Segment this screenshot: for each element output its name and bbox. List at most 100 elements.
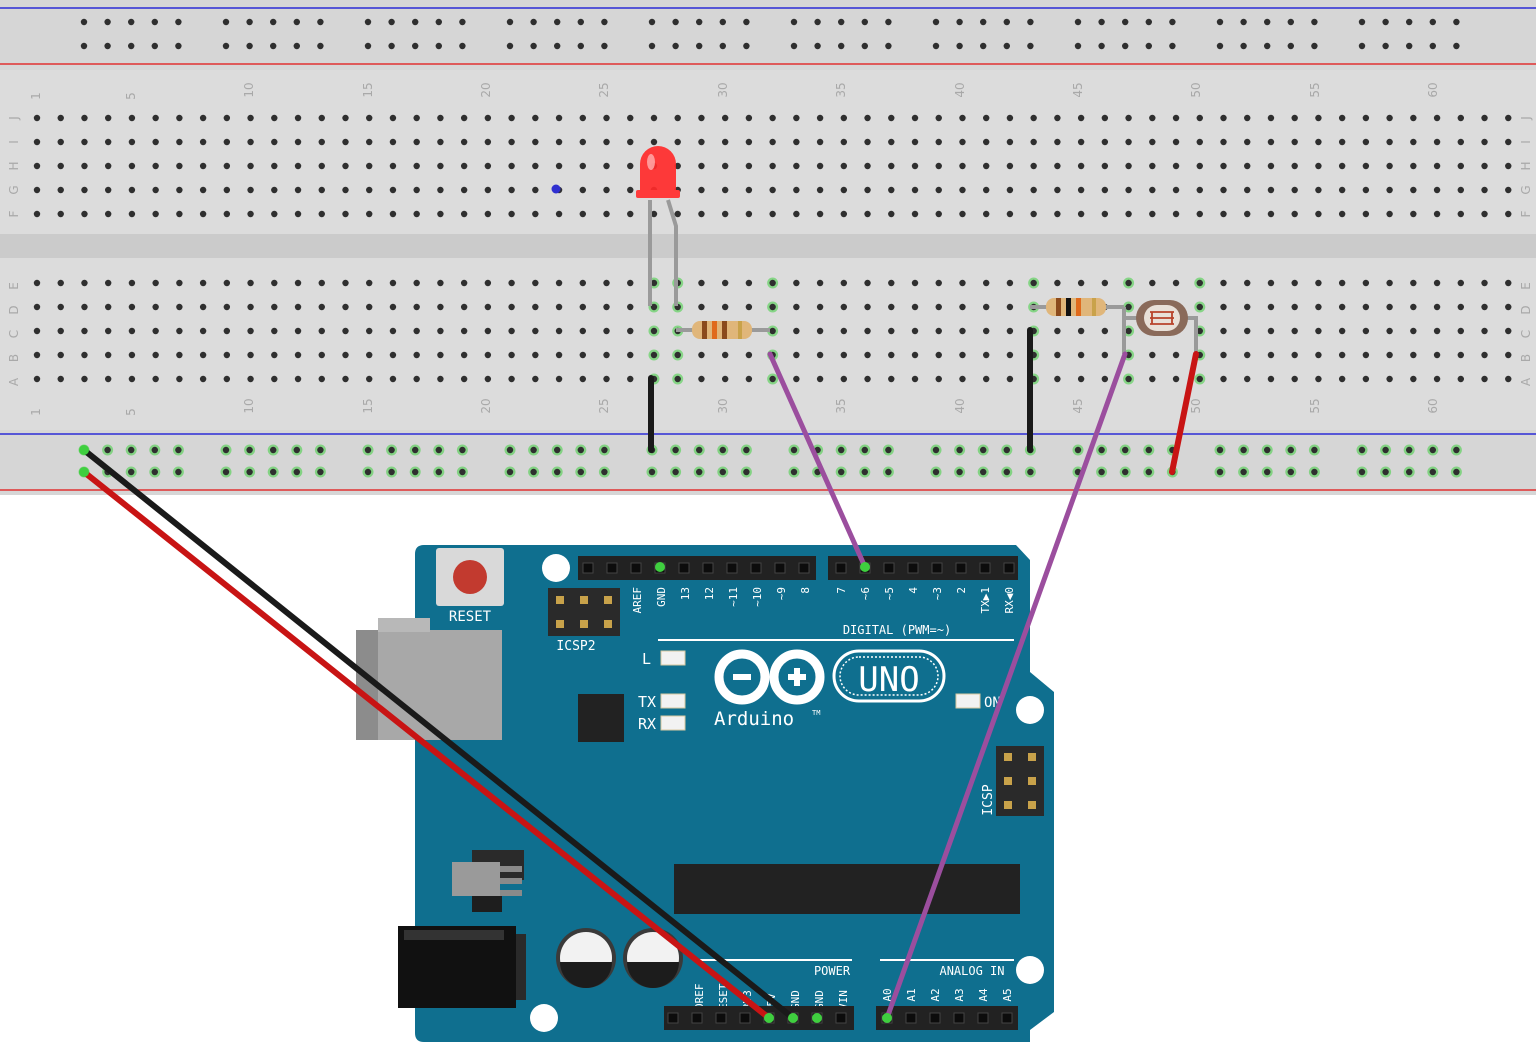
breadboard-hole[interactable]	[1077, 351, 1085, 359]
breadboard-hole[interactable]	[1149, 279, 1156, 287]
breadboard-hole[interactable]	[484, 210, 492, 218]
breadboard-hole[interactable]	[104, 327, 112, 335]
breadboard-hole[interactable]	[1362, 138, 1370, 146]
breadboard-hole[interactable]	[1125, 186, 1132, 194]
breadboard-hole[interactable]	[579, 114, 586, 122]
breadboard-hole[interactable]	[672, 18, 679, 26]
breadboard-hole[interactable]	[389, 138, 397, 146]
breadboard-hole[interactable]	[1220, 138, 1227, 146]
breadboard-hole[interactable]	[294, 210, 302, 218]
header-pin[interactable]	[955, 562, 967, 574]
breadboard-hole[interactable]	[555, 114, 563, 122]
breadboard-hole[interactable]	[1244, 162, 1251, 170]
header-pin[interactable]	[1003, 562, 1015, 574]
breadboard-hole[interactable]	[1362, 279, 1370, 287]
breadboard-hole[interactable]	[1291, 138, 1298, 146]
breadboard-hole[interactable]	[57, 114, 64, 122]
breadboard-hole[interactable]	[57, 162, 64, 170]
breadboard-hole[interactable]	[719, 446, 726, 454]
breadboard-hole[interactable]	[603, 279, 610, 287]
breadboard-hole[interactable]	[1457, 186, 1465, 194]
breadboard-hole[interactable]	[459, 18, 466, 26]
breadboard-hole[interactable]	[1172, 138, 1180, 146]
breadboard-hole[interactable]	[223, 375, 231, 383]
breadboard-hole[interactable]	[911, 327, 919, 335]
breadboard-hole[interactable]	[128, 186, 136, 194]
breadboard-hole[interactable]	[152, 303, 159, 311]
breadboard-hole[interactable]	[1196, 327, 1203, 335]
breadboard-hole[interactable]	[555, 327, 563, 335]
breadboard-hole[interactable]	[579, 186, 586, 194]
breadboard-hole[interactable]	[672, 446, 679, 454]
breadboard-hole[interactable]	[864, 114, 871, 122]
breadboard-hole[interactable]	[413, 114, 420, 122]
breadboard-hole[interactable]	[674, 210, 681, 218]
breadboard-hole[interactable]	[437, 210, 444, 218]
breadboard-hole[interactable]	[1172, 210, 1180, 218]
breadboard-hole[interactable]	[81, 210, 88, 218]
breadboard-hole[interactable]	[532, 210, 539, 218]
breadboard-hole[interactable]	[413, 351, 420, 359]
breadboard-hole[interactable]	[1505, 351, 1512, 359]
breadboard-hole[interactable]	[627, 114, 634, 122]
header-pin[interactable]	[715, 1012, 727, 1024]
breadboard-hole[interactable]	[530, 468, 537, 476]
breadboard-hole[interactable]	[1101, 162, 1109, 170]
breadboard-hole[interactable]	[721, 138, 729, 146]
breadboard-hole[interactable]	[271, 351, 278, 359]
breadboard-hole[interactable]	[1410, 279, 1417, 287]
breadboard-hole[interactable]	[318, 210, 325, 218]
breadboard-hole[interactable]	[885, 18, 892, 26]
breadboard-hole[interactable]	[1077, 114, 1085, 122]
breadboard-hole[interactable]	[175, 18, 182, 26]
breadboard-hole[interactable]	[1006, 186, 1014, 194]
breadboard-hole[interactable]	[1264, 468, 1271, 476]
breadboard-hole[interactable]	[627, 279, 634, 287]
breadboard-hole[interactable]	[1125, 138, 1132, 146]
breadboard-hole[interactable]	[1481, 162, 1488, 170]
breadboard-hole[interactable]	[745, 279, 753, 287]
breadboard-hole[interactable]	[33, 279, 41, 287]
breadboard-hole[interactable]	[932, 468, 940, 476]
breadboard-hole[interactable]	[199, 210, 207, 218]
breadboard-hole[interactable]	[532, 162, 539, 170]
breadboard-hole[interactable]	[1362, 327, 1370, 335]
breadboard-hole[interactable]	[1240, 468, 1247, 476]
breadboard-hole[interactable]	[318, 162, 325, 170]
breadboard-hole[interactable]	[413, 327, 420, 335]
breadboard-hole[interactable]	[1006, 162, 1014, 170]
breadboard-hole[interactable]	[1077, 210, 1085, 218]
breadboard-hole[interactable]	[1382, 468, 1389, 476]
breadboard-hole[interactable]	[1287, 446, 1295, 454]
breadboard-hole[interactable]	[1220, 186, 1227, 194]
breadboard-hole[interactable]	[223, 138, 231, 146]
breadboard-hole[interactable]	[650, 351, 658, 359]
breadboard-hole[interactable]	[435, 18, 442, 26]
breadboard-hole[interactable]	[1196, 162, 1203, 170]
breadboard-hole[interactable]	[1410, 303, 1417, 311]
header-pin[interactable]	[774, 562, 786, 574]
breadboard-hole[interactable]	[364, 42, 372, 50]
breadboard-hole[interactable]	[342, 327, 349, 335]
breadboard-hole[interactable]	[888, 114, 895, 122]
breadboard-hole[interactable]	[838, 18, 845, 26]
breadboard-hole[interactable]	[152, 375, 159, 383]
breadboard-hole[interactable]	[721, 303, 729, 311]
breadboard-hole[interactable]	[983, 303, 990, 311]
breadboard-hole[interactable]	[577, 446, 584, 454]
breadboard-hole[interactable]	[935, 375, 942, 383]
breadboard-hole[interactable]	[532, 186, 539, 194]
breadboard-hole[interactable]	[152, 186, 159, 194]
breadboard-hole[interactable]	[460, 114, 468, 122]
breadboard-hole[interactable]	[366, 279, 373, 287]
breadboard-hole[interactable]	[1386, 303, 1393, 311]
breadboard-hole[interactable]	[956, 446, 963, 454]
breadboard-hole[interactable]	[460, 327, 468, 335]
breadboard-hole[interactable]	[1216, 18, 1224, 26]
resistor-ldr[interactable]	[1030, 298, 1124, 316]
breadboard-hole[interactable]	[1291, 210, 1298, 218]
breadboard-hole[interactable]	[1267, 279, 1275, 287]
breadboard-hole[interactable]	[1433, 327, 1441, 335]
breadboard-hole[interactable]	[650, 327, 658, 335]
breadboard-hole[interactable]	[840, 138, 848, 146]
